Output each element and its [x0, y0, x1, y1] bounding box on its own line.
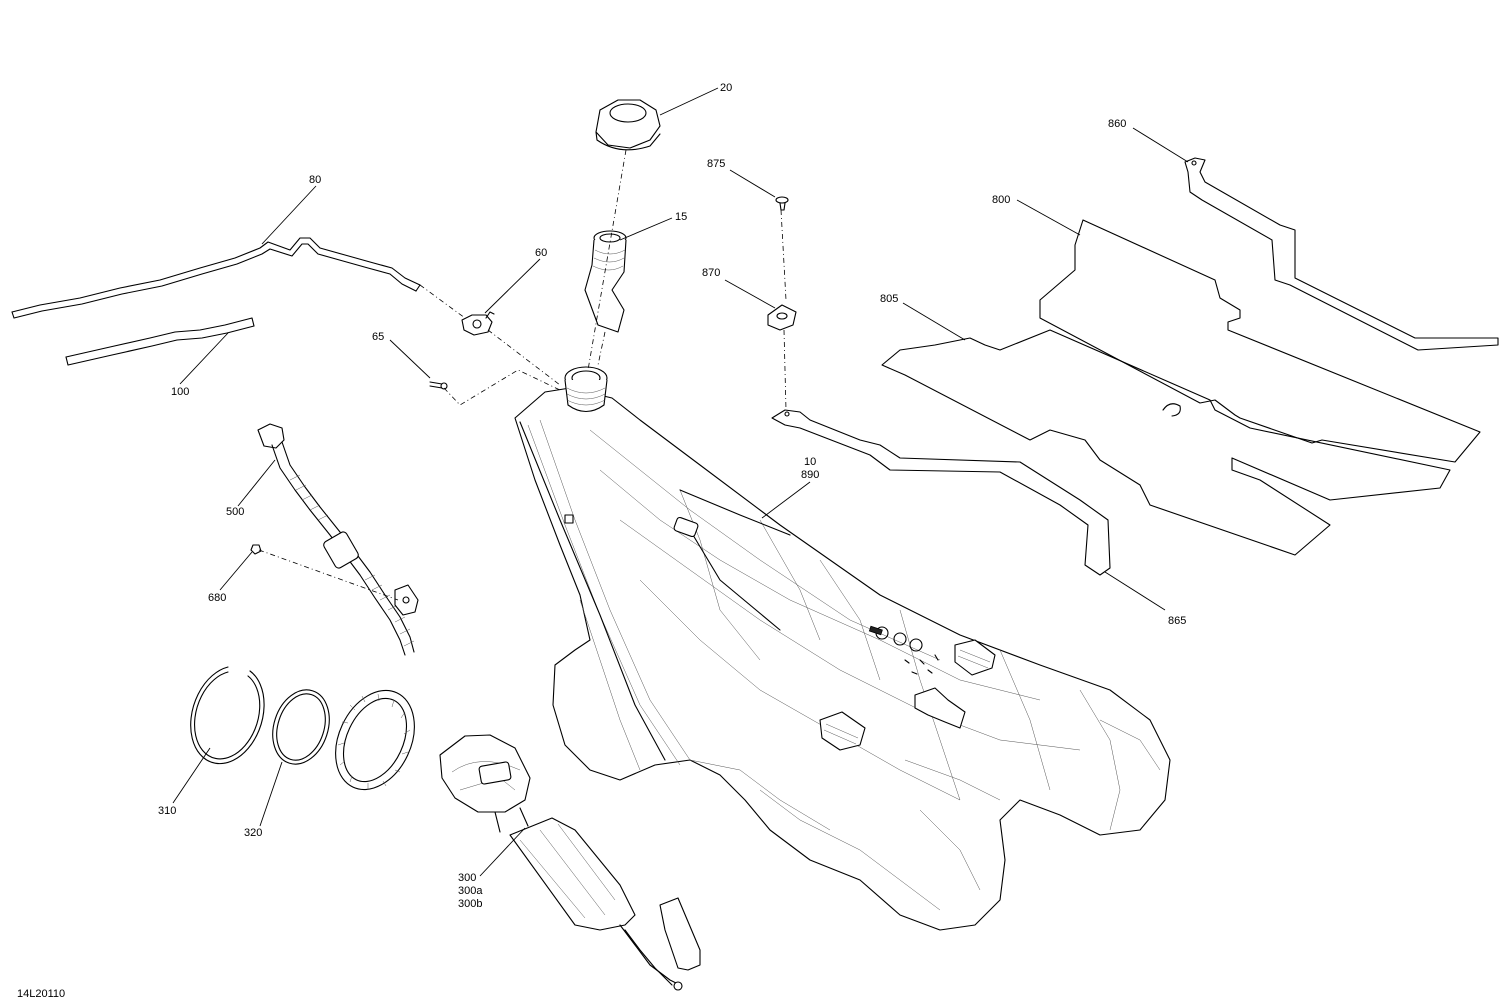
callout-800: 800	[992, 194, 1010, 206]
callout-10: 10	[804, 456, 816, 468]
callout-865: 865	[1168, 615, 1186, 627]
callout-80: 80	[309, 174, 321, 186]
retaining-strap-lower	[771, 409, 1111, 576]
callout-300b: 300b	[458, 898, 482, 910]
tank-mount-clip-b	[819, 711, 866, 751]
breather-hose	[65, 317, 255, 366]
leader-lines	[172, 87, 1189, 877]
foam-pad-large	[1039, 219, 1481, 463]
callout-500: 500	[226, 506, 244, 518]
callout-870: 870	[702, 267, 720, 279]
lock-ring	[335, 689, 415, 791]
callout-15: 15	[675, 211, 687, 223]
callout-875: 875	[707, 158, 725, 170]
drawing-id: 14L20110	[17, 988, 65, 1000]
foam-pad-lower	[881, 329, 1451, 556]
fuel-line	[257, 423, 419, 656]
callout-805: 805	[880, 293, 898, 305]
screw	[775, 196, 789, 211]
retaining-ring	[190, 666, 265, 765]
rollover-valve	[461, 311, 495, 336]
assembly-paths	[258, 149, 787, 601]
callout-300a: 300a	[458, 885, 483, 897]
tank-mount-clip-a	[954, 639, 996, 676]
retaining-strap-upper	[1184, 157, 1499, 351]
callout-65: 65	[372, 331, 384, 343]
callout-300: 300	[458, 872, 476, 884]
fuel-pump-module	[439, 734, 701, 991]
callout-20: 20	[720, 82, 732, 94]
callout-labels: 20 15 875 870 860 800 805 80 60 65 100 1…	[158, 82, 1186, 910]
vent-hose	[11, 237, 421, 319]
callout-60: 60	[535, 247, 547, 259]
hose-clamp	[250, 544, 262, 555]
seal-ring	[272, 689, 330, 765]
callout-310: 310	[158, 805, 176, 817]
callout-320: 320	[244, 827, 262, 839]
callout-860: 860	[1108, 118, 1126, 130]
callout-680: 680	[208, 592, 226, 604]
fuel-tank	[514, 366, 1171, 931]
plug	[429, 381, 448, 390]
clip-nut	[767, 304, 797, 331]
filler-cap	[595, 99, 661, 151]
callout-890: 890	[801, 469, 819, 481]
callout-100: 100	[171, 386, 189, 398]
filler-neck	[584, 230, 627, 333]
